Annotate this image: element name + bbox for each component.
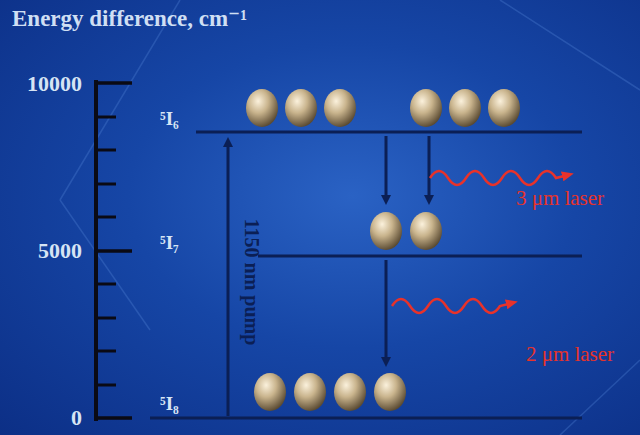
axis-value: 5000: [38, 238, 82, 264]
level-name: ⁵I₈: [160, 393, 179, 415]
axis-value: 0: [71, 405, 82, 431]
laser-label: 2 μm laser: [526, 342, 614, 367]
axis-title: Energy difference, cm⁻¹: [12, 4, 247, 32]
level-name: ⁵I₇: [160, 232, 179, 254]
axis-value: 10000: [27, 71, 82, 97]
level-name: ⁵I₆: [160, 108, 179, 130]
pump-label: 1150 nm pump: [240, 219, 263, 346]
laser-label: 3 μm laser: [516, 186, 604, 211]
